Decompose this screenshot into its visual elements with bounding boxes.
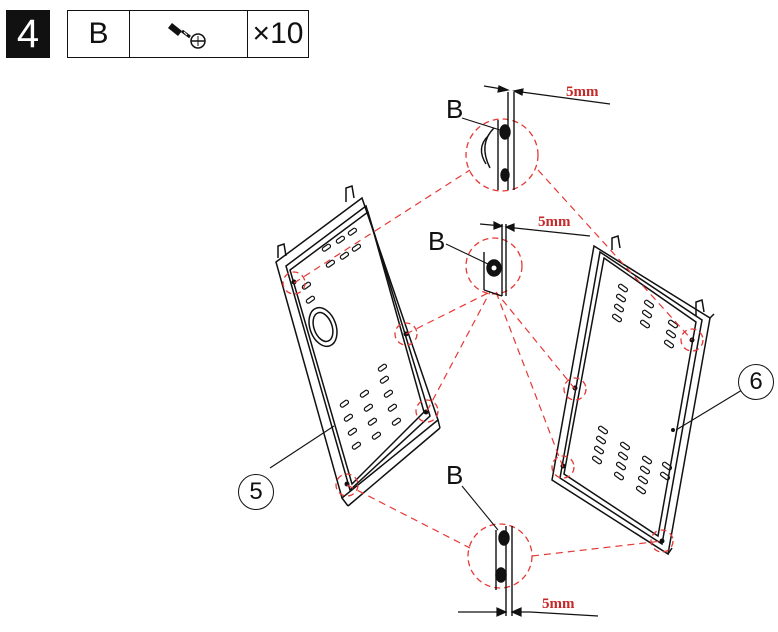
callout-leaders: [269, 117, 743, 531]
detail-view-bottom: [495, 526, 513, 616]
parts-table: B ×10: [67, 10, 309, 58]
callout-b-bottom: B: [446, 460, 464, 490]
dimension-middle: 5mm: [538, 214, 571, 230]
part-letter: B: [68, 11, 130, 57]
step-number: 4: [6, 10, 50, 58]
callout-b-middle: B: [428, 226, 446, 256]
detail-view-middle: [483, 224, 507, 297]
left-side-panel: [275, 185, 441, 507]
callout-b-top: B: [446, 94, 464, 124]
part-number-5: 5: [238, 474, 274, 510]
dimension-arrows: [458, 85, 611, 617]
screw-icon: [130, 11, 248, 57]
detail-view-top: [480, 92, 515, 190]
dimension-bottom: 5mm: [542, 596, 575, 612]
dimension-top: 5mm: [566, 84, 599, 100]
part-quantity: ×10: [252, 17, 304, 50]
detail-guide-lines: [293, 169, 693, 557]
part-number-6: 6: [738, 364, 774, 400]
right-side-panel: [551, 235, 715, 556]
